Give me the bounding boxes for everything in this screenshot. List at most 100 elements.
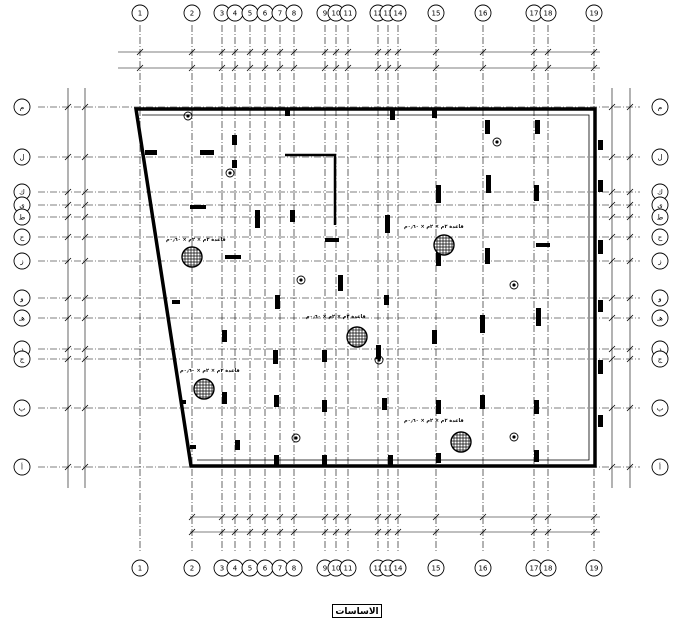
- axis-bubble-circle: [474, 559, 492, 577]
- column-mark-34: [432, 330, 437, 344]
- axis-bubble-top-1: 1: [131, 4, 149, 22]
- axis-bubble-label: 14: [394, 10, 403, 18]
- building-outline: [133, 107, 597, 468]
- column-mark-1: [145, 150, 157, 155]
- column-mark-32: [322, 350, 327, 362]
- axis-bubble-top-14: 14: [389, 4, 407, 22]
- axis-bubble-label: 17: [530, 10, 539, 18]
- dim-tick-left: [81, 314, 89, 322]
- axis-bubble-left-1: م: [13, 98, 31, 116]
- axis-bubble-label: م: [20, 104, 24, 112]
- axis-bubble-label: 17: [530, 565, 539, 573]
- axis-bubble-label: 3: [220, 565, 224, 573]
- column-mark-46: [598, 415, 603, 427]
- dim-tick-left: [81, 345, 89, 353]
- axis-bubble-bottom-15: 15: [427, 559, 445, 577]
- marker-dot: [294, 436, 298, 440]
- column-mark-7: [432, 108, 437, 118]
- axis-bubble-label: هـ: [18, 315, 25, 323]
- axis-bubble-top-10: 10: [327, 4, 345, 22]
- axis-bubble-label: 9: [323, 565, 327, 573]
- axis-bubble-left-5: ط: [13, 208, 31, 226]
- column-mark-53: [534, 450, 539, 462]
- axis-bubble-label: 16: [479, 565, 488, 573]
- axis-bubble-label: ل: [19, 154, 24, 162]
- axis-bubble-top-8: 8: [285, 4, 303, 22]
- dim-tick-left: [81, 188, 89, 196]
- axis-bubble-label: ي: [19, 202, 25, 210]
- axis-bubble-bottom-4: 4: [226, 559, 244, 577]
- footing-note-2: قاعدة ٢م × ٢م × ٠٫٦٠م: [404, 224, 464, 230]
- interior-wall: [285, 153, 337, 225]
- axis-bubble-label: ج: [20, 356, 25, 364]
- axis-bubble-label: 18: [544, 565, 553, 573]
- axis-bubble-top-16: 16: [474, 4, 492, 22]
- axis-bubble-label: و: [657, 295, 661, 303]
- column-mark-11: [190, 205, 206, 209]
- column-mark-31: [273, 350, 278, 364]
- axis-bubble-top-19: 19: [585, 4, 603, 22]
- marker-dot: [377, 358, 381, 362]
- column-mark-14: [325, 238, 339, 242]
- dim-tick-left: [81, 233, 89, 241]
- column-mark-41: [322, 400, 327, 412]
- axis-bubble-circle: [13, 350, 31, 368]
- column-mark-27: [536, 243, 550, 247]
- dim-tick-left: [81, 103, 89, 111]
- axis-bubble-top-5: 5: [241, 4, 259, 22]
- dim-tick-left: [81, 355, 89, 363]
- column-mark-9: [535, 120, 540, 134]
- axis-bubble-label: ط: [657, 214, 663, 222]
- axis-bubble-right-5: ط: [651, 208, 669, 226]
- axis-bubble-label: هـ: [656, 315, 663, 323]
- column-mark-28: [598, 300, 603, 312]
- axis-bubble-right-13: أ: [651, 458, 669, 476]
- axis-bubble-label: 12: [374, 565, 383, 573]
- column-mark-22: [275, 295, 280, 309]
- axis-bubble-label: 2: [190, 565, 194, 573]
- axis-bubble-circle: [13, 148, 31, 166]
- marker-circle-1: [183, 111, 193, 121]
- marker-circle-4: [374, 355, 384, 365]
- axis-bubble-circle: [131, 559, 149, 577]
- axis-bubble-label: 10: [332, 10, 341, 18]
- axis-bubble-circle: [183, 4, 201, 22]
- axis-bubble-circle: [13, 289, 31, 307]
- footing-note-5: قاعدة ٢م × ٢م × ٠٫٦٠م: [404, 418, 464, 424]
- axis-bubble-circle: [539, 559, 557, 577]
- axis-bubble-left-11: ج: [13, 350, 31, 368]
- axis-bubble-left-2: ل: [13, 148, 31, 166]
- axis-bubble-label: 4: [233, 10, 238, 18]
- column-mark-37: [598, 360, 603, 374]
- column-mark-13: [290, 210, 295, 222]
- axis-bubble-circle: [183, 559, 201, 577]
- column-mark-21: [225, 255, 241, 259]
- column-mark-47: [190, 445, 196, 449]
- axis-bubble-bottom-18: 18: [539, 559, 557, 577]
- axis-bubble-top-4: 4: [226, 4, 244, 22]
- footing-symbol-5: [450, 431, 472, 453]
- axis-bubble-circle: [13, 228, 31, 246]
- axis-bubble-circle: [13, 458, 31, 476]
- column-mark-16: [436, 185, 441, 203]
- marker-circle-7: [509, 280, 519, 290]
- axis-bubble-label: 3: [220, 10, 224, 18]
- axis-bubble-bottom-11: 11: [339, 559, 357, 577]
- axis-bubble-label: ك: [19, 189, 25, 197]
- column-mark-24: [384, 295, 389, 305]
- axis-bubble-bottom-8: 8: [285, 559, 303, 577]
- dim-tick-left: [81, 404, 89, 412]
- column-mark-5: [285, 108, 290, 116]
- axis-bubble-label: م: [658, 104, 662, 112]
- axis-bubble-label: أ: [659, 463, 661, 472]
- column-marks: [145, 108, 603, 465]
- column-mark-39: [222, 392, 227, 404]
- dim-tick-left: [81, 201, 89, 209]
- axis-bubble-bottom-16: 16: [474, 559, 492, 577]
- axis-bubble-label: 9: [323, 10, 327, 18]
- axis-bubble-circle: [651, 148, 669, 166]
- marker-dot: [299, 278, 303, 282]
- axis-bubble-label: أ: [21, 463, 23, 472]
